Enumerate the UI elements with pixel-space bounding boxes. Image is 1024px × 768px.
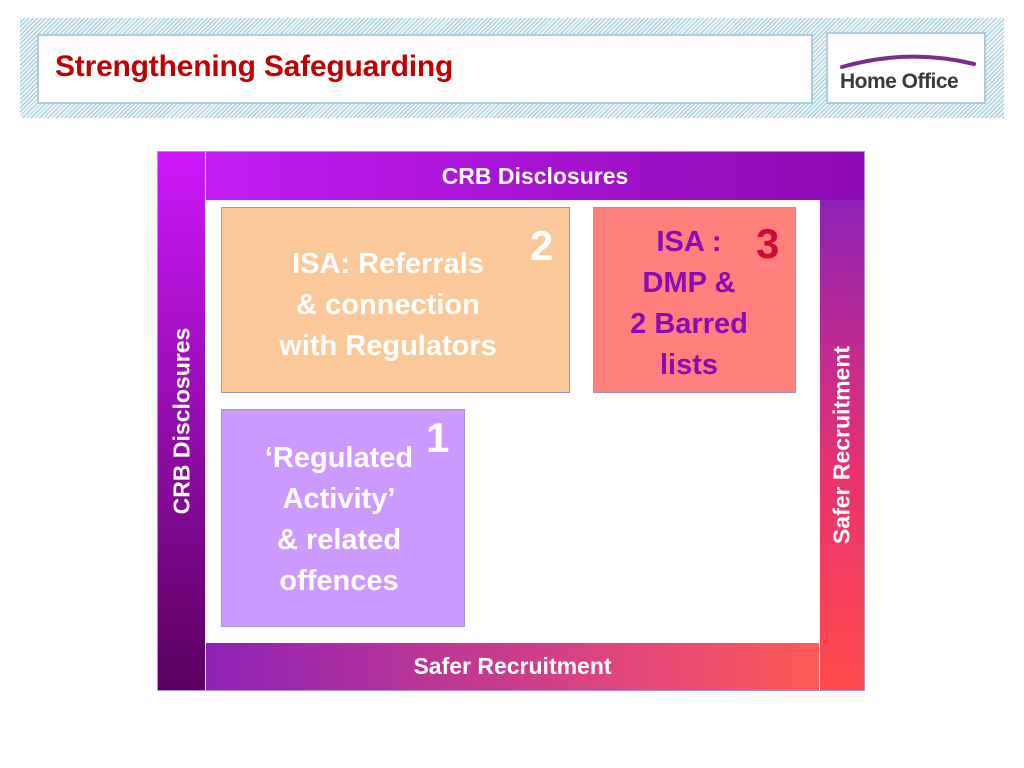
box-number: 2 [530, 222, 554, 269]
box-line: & related [276, 524, 402, 556]
isa-referrals-text: ISA: Referrals & connection with Regulat… [248, 244, 528, 367]
box-line: DMP & [642, 267, 736, 299]
band-top-label: CRB Disclosures [441, 162, 629, 189]
box-number: 1 [426, 414, 450, 461]
title-box: Strengthening Safeguarding [37, 34, 813, 104]
home-office-logo: Home Office [826, 32, 986, 104]
logo-text: Home Office [840, 70, 959, 93]
band-bottom-label: Safer Recruitment [413, 653, 612, 679]
box-number: 3 [756, 220, 780, 267]
box-line: ISA : [656, 226, 722, 258]
box-line: lists [659, 349, 719, 381]
box-line: ISA: Referrals [292, 248, 484, 280]
isa-dmp-box: ISA : DMP & 2 Barred lists 3 [593, 207, 796, 393]
logo-arc-icon [840, 54, 976, 69]
crb-disclosures-band-left: CRB Disclosures [158, 152, 206, 690]
page-title: Strengthening Safeguarding [55, 50, 454, 83]
box-line: 2 Barred [630, 308, 748, 340]
safeguarding-diagram: CRB Disclosures CRB Disclosures Safer Re… [157, 151, 865, 691]
isa-dmp-text: ISA : DMP & 2 Barred lists [604, 222, 774, 386]
box-line: with Regulators [279, 330, 497, 362]
crb-disclosures-band-top: CRB Disclosures [206, 152, 864, 200]
band-right-label: Safer Recruitment [828, 345, 855, 545]
safer-recruitment-band-bottom: Safer Recruitment [206, 642, 819, 690]
regulated-activity-text: ‘Regulated Activity’ & related offences [236, 438, 442, 602]
box-line: offences [279, 565, 399, 597]
header-band: Strengthening Safeguarding Home Office [20, 18, 1004, 118]
box-line: & connection [296, 289, 480, 321]
band-left-label: CRB Disclosures [168, 327, 194, 515]
box-line: ‘Regulated [264, 442, 414, 474]
safer-recruitment-band-right: Safer Recruitment [819, 200, 864, 690]
isa-referrals-box: ISA: Referrals & connection with Regulat… [221, 207, 570, 393]
box-line: Activity’ [282, 483, 396, 515]
regulated-activity-box: ‘Regulated Activity’ & related offences … [221, 409, 465, 627]
